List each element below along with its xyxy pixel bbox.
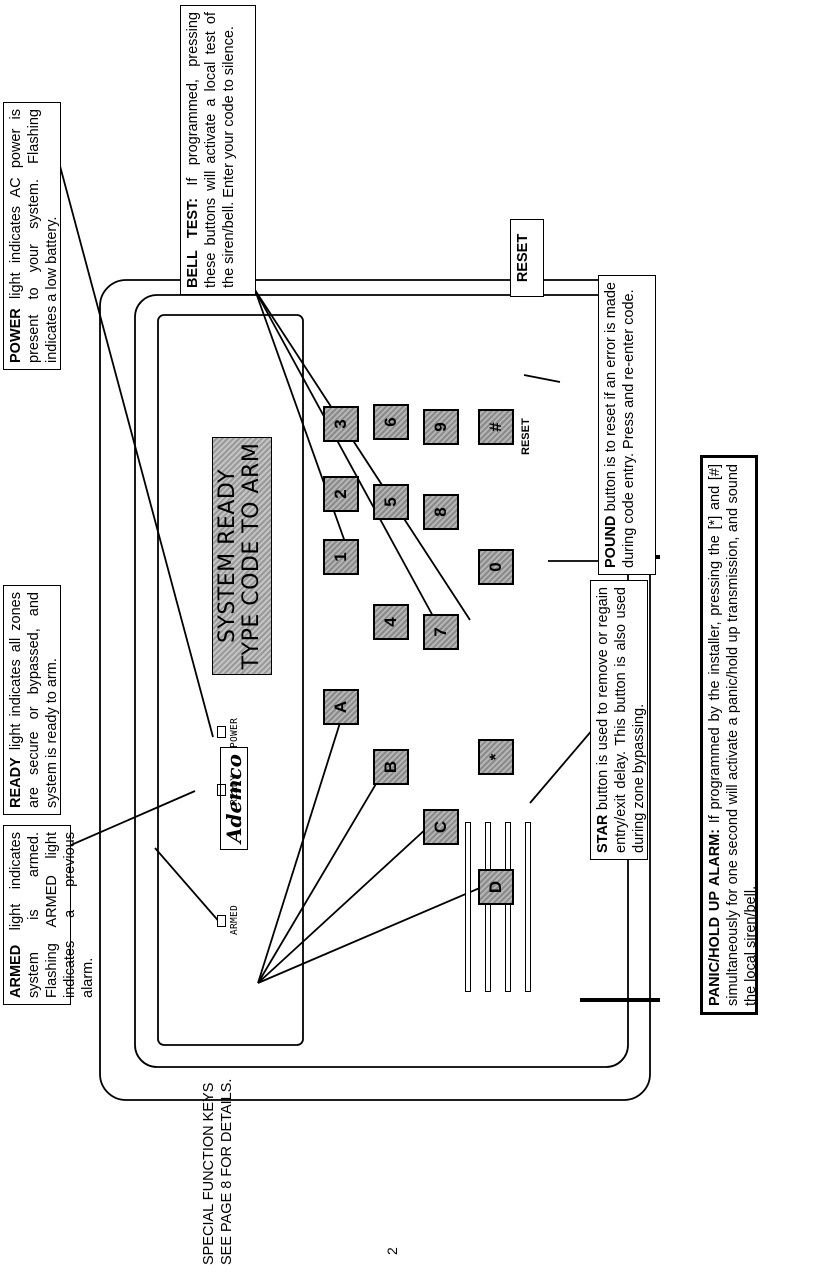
ready-callout: READY light indicates all zones are secu… — [3, 585, 61, 815]
key-8[interactable]: 8 — [423, 494, 459, 530]
pound-callout: POUND button is to reset if an error is … — [598, 275, 656, 575]
armed-leader — [154, 847, 223, 926]
keypad-outer-body — [99, 279, 651, 1101]
keypad-display-panel — [157, 314, 304, 1046]
key-5[interactable]: 5 — [373, 484, 409, 520]
speaker-grille-line — [505, 822, 511, 992]
special-leader-c — [257, 826, 429, 984]
key-b[interactable]: B — [373, 749, 409, 785]
armed-callout: ARMED light indicates system is armed. F… — [3, 825, 96, 1005]
key-2[interactable]: 2 — [323, 476, 359, 512]
key-c[interactable]: C — [423, 809, 459, 845]
special-leader-b — [257, 766, 387, 984]
ready-leader — [54, 790, 196, 853]
speaker-grille-line — [485, 822, 491, 992]
armed-led — [217, 915, 226, 927]
speaker-grille-line — [525, 822, 531, 992]
key-6[interactable]: 6 — [373, 404, 409, 440]
key-a[interactable]: A — [323, 689, 359, 725]
bell-test-callout: BELL TEST: If programmed, pressing these… — [180, 5, 256, 295]
lcd-line-1: SYSTEM READY — [215, 468, 240, 644]
reset-leader — [523, 374, 561, 383]
power-led — [217, 726, 226, 738]
key-9[interactable]: 9 — [423, 409, 459, 445]
page-number: 2 — [384, 1247, 400, 1255]
key-3[interactable]: 3 — [323, 406, 359, 442]
armed-led-label: ARMED — [229, 904, 240, 935]
key-0[interactable]: 0 — [478, 549, 514, 585]
key-d[interactable]: D — [478, 869, 514, 905]
reset-key-label: RESET — [520, 418, 532, 455]
key-star[interactable]: * — [478, 739, 514, 775]
bell-leader-3 — [254, 289, 471, 621]
lcd-display: SYSTEM READY TYPE CODE TO ARM — [212, 437, 272, 675]
key-4[interactable]: 4 — [373, 604, 409, 640]
ademco-logo: Ademco — [220, 747, 248, 850]
power-callout: POWER light indicates AC power is presen… — [3, 102, 61, 370]
special-function-keys-note: SPECIAL FUNCTION KEYS SEE PAGE 8 FOR DET… — [200, 1045, 236, 1265]
special-line-2: SEE PAGE 8 FOR DETAILS. — [219, 1078, 235, 1265]
reset-callout: RESET — [510, 219, 544, 297]
special-leader-a — [257, 706, 346, 984]
lcd-line-2: TYPE CODE TO ARM — [239, 442, 264, 670]
power-led-label: POWER — [229, 717, 240, 748]
special-leader-d — [257, 886, 483, 984]
key-pound[interactable]: # — [478, 409, 514, 445]
special-line-1: SPECIAL FUNCTION KEYS — [201, 1082, 217, 1265]
key-7[interactable]: 7 — [423, 614, 459, 650]
bell-leader-2 — [254, 289, 435, 619]
speaker-grille-line — [465, 822, 471, 992]
star-callout: STAR button is used to remove or regain … — [590, 580, 648, 860]
power-leader — [44, 109, 214, 738]
key-1[interactable]: 1 — [323, 539, 359, 575]
panic-alarm-callout: PANIC/HOLD UP ALARM: If programmed by th… — [700, 455, 759, 1015]
